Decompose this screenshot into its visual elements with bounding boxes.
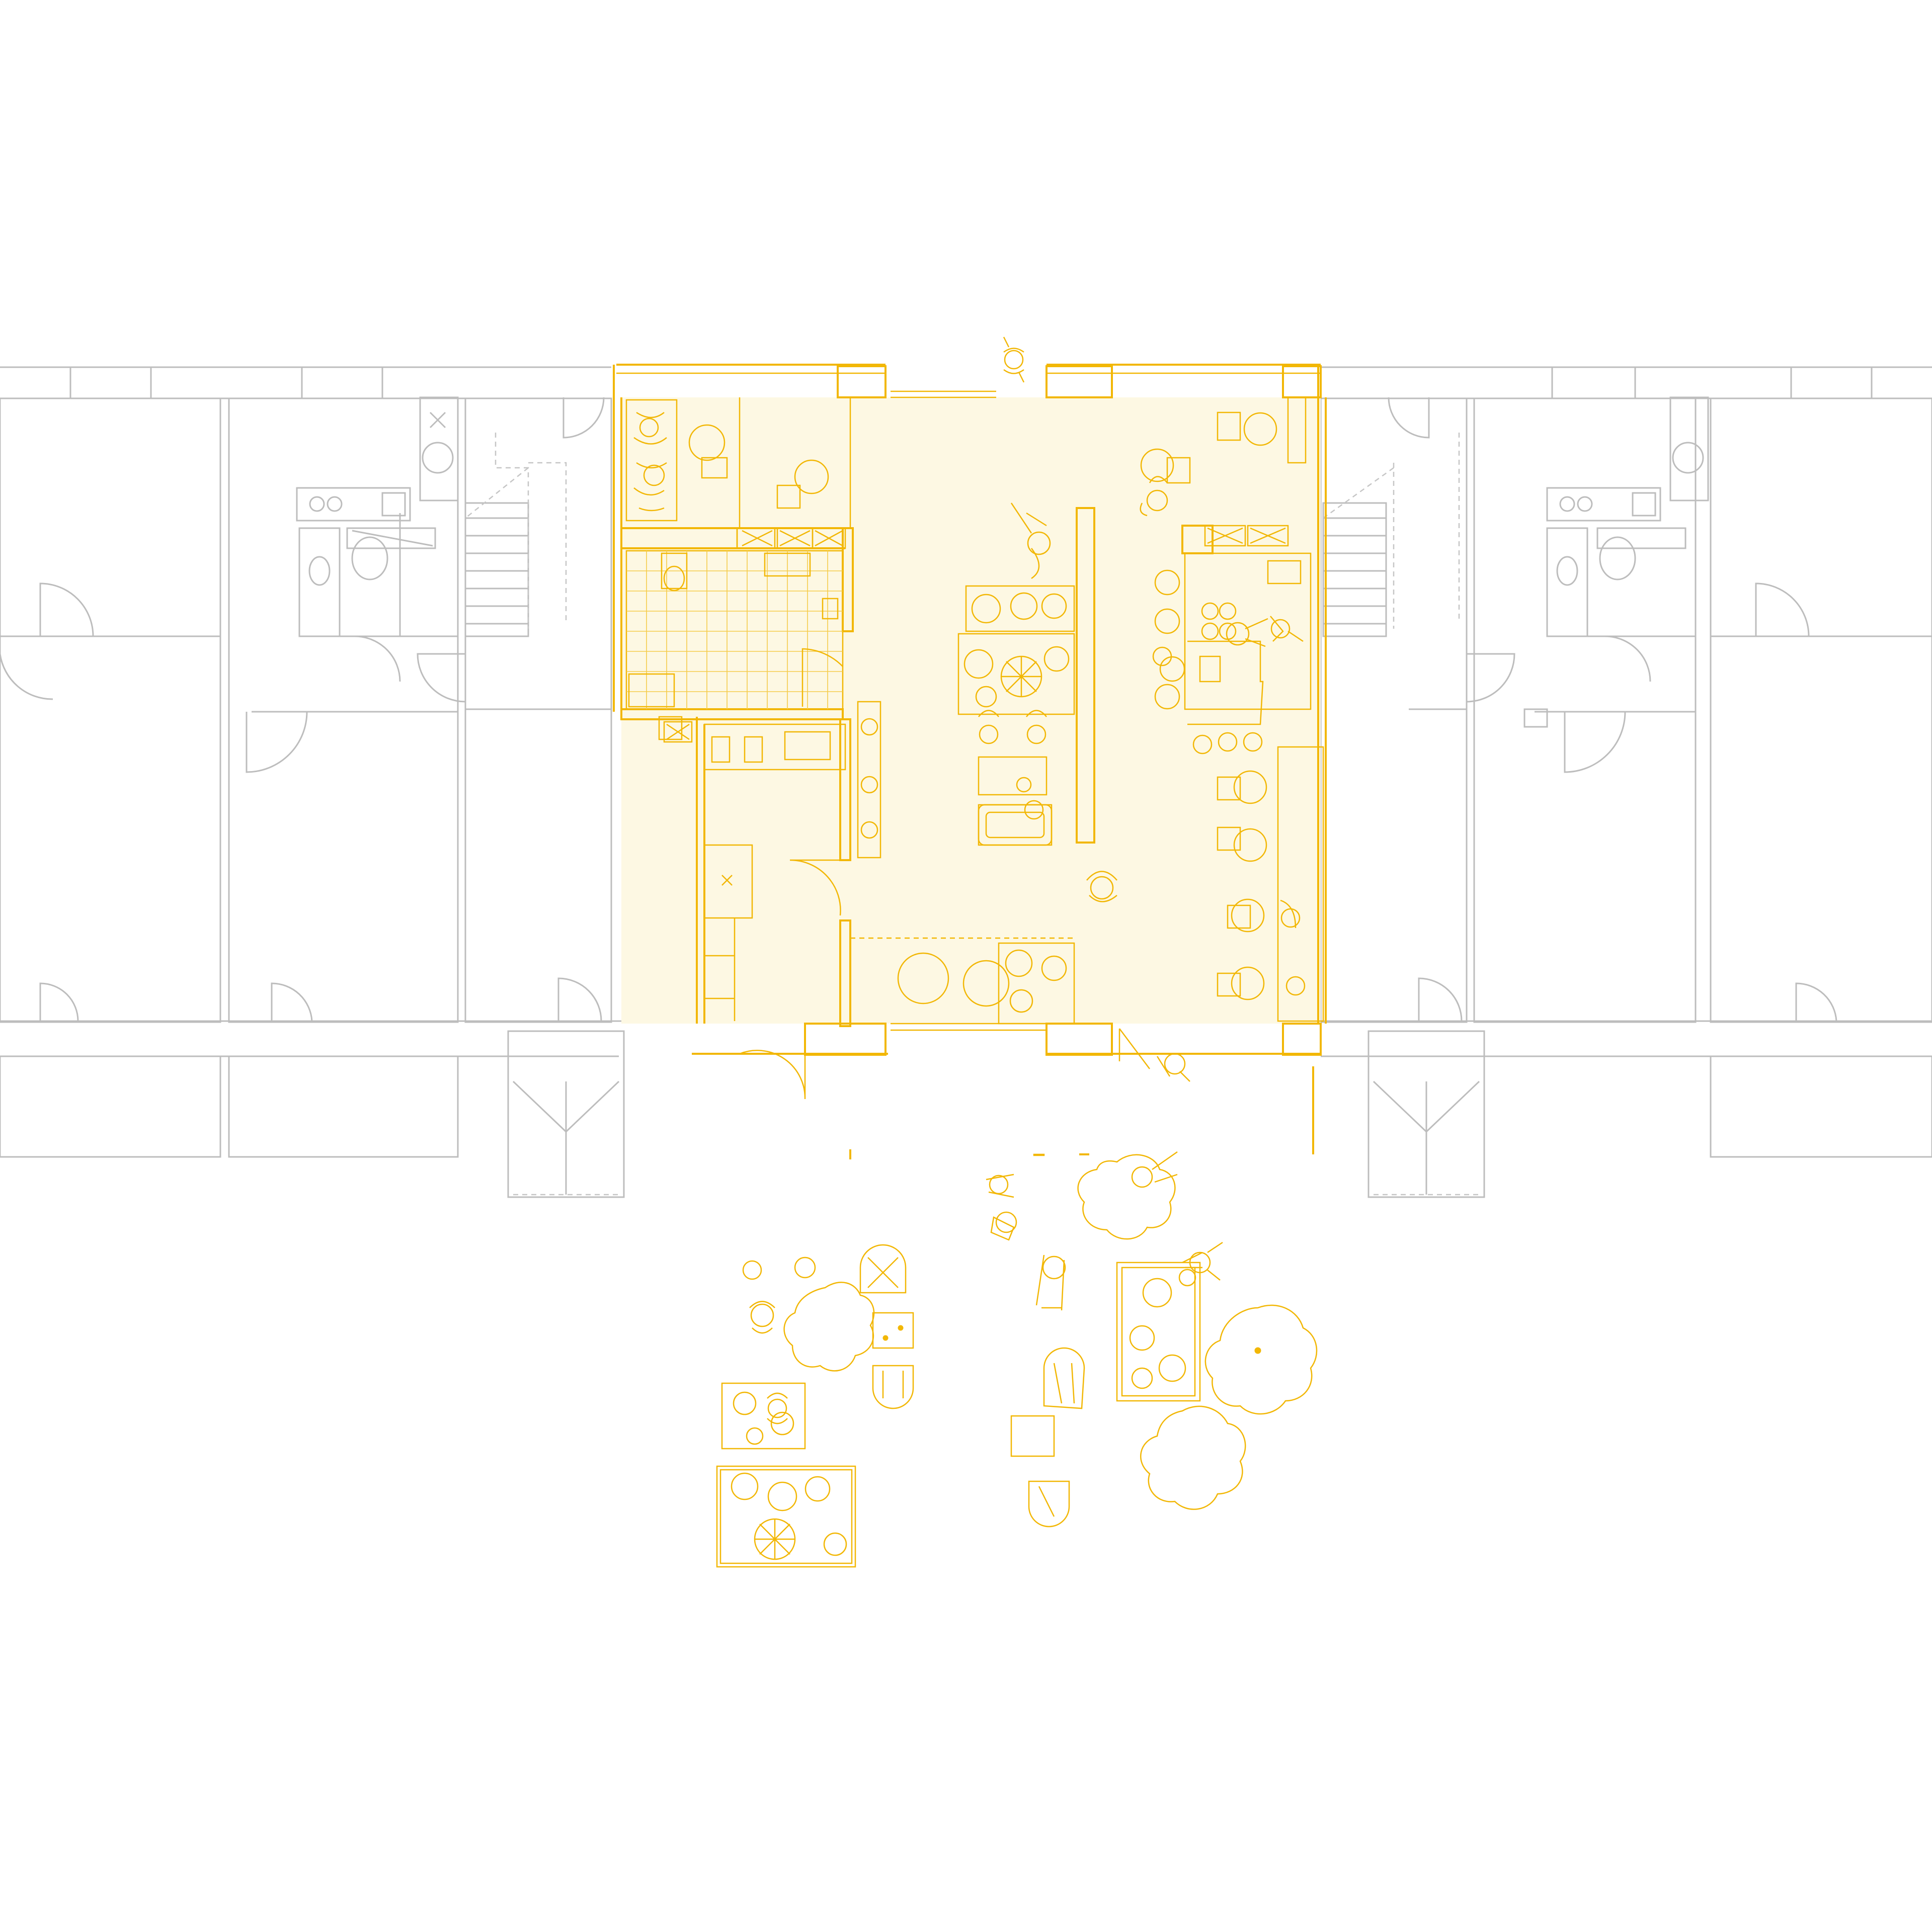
door-swing-icon bbox=[1388, 397, 1837, 1022]
planter-box-icon bbox=[716, 1256, 1201, 1568]
planter-box-icon bbox=[625, 399, 1075, 1025]
bathroom-icon bbox=[1546, 527, 1636, 637]
stair-icon bbox=[464, 433, 567, 637]
person-topview-icon bbox=[767, 1151, 1223, 1424]
kitchen-counter-icon bbox=[296, 396, 459, 549]
highlighted-unit bbox=[613, 337, 1327, 1159]
door-swing-icon bbox=[739, 859, 1150, 1100]
garden bbox=[716, 1151, 1318, 1568]
bathroom-icon bbox=[298, 527, 388, 637]
person-topview-icon bbox=[978, 337, 1306, 1082]
unit-outline bbox=[0, 366, 624, 1057]
tree-canopy-icon bbox=[783, 1154, 1318, 1510]
kitchen-counter-icon bbox=[1523, 396, 1709, 728]
kitchen-counter-icon bbox=[663, 721, 846, 1021]
door-swing-icon bbox=[0, 397, 605, 1022]
garden-chair-icon bbox=[859, 1173, 1203, 1528]
kitchen-counter-icon bbox=[1184, 552, 1312, 725]
bathroom-icon bbox=[625, 550, 844, 710]
neighbour-units-left bbox=[0, 366, 625, 1198]
sofa-icon bbox=[978, 800, 1053, 846]
stair-icon bbox=[1322, 433, 1460, 637]
neighbour-units-right bbox=[1320, 366, 1932, 1198]
